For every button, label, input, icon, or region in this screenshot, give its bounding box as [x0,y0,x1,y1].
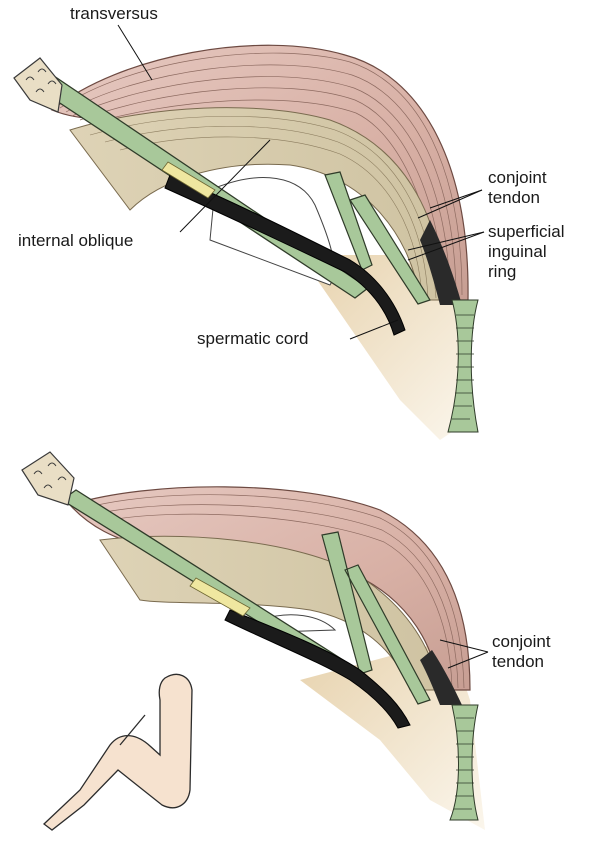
label-transversus: transversus [70,4,158,24]
orientation-figure [44,674,192,830]
iliac-spine-stump [14,58,62,112]
label-ring-line3: ring [488,262,578,282]
label-internal-oblique: internal oblique [18,231,133,251]
label-conjoint-tendon-upper: conjoint tendon [488,168,578,208]
label-conjoint-lower-line2: tendon [492,652,582,672]
label-ring-line2: inguinal [488,242,578,262]
label-conjoint-line1: conjoint [488,168,578,188]
iliac-spine-stump-lower [22,452,74,505]
label-conjoint-lower-line1: conjoint [492,632,582,652]
label-spermatic-cord: spermatic cord [197,329,308,349]
label-superficial-inguinal-ring: superficial inguinal ring [488,222,578,282]
label-conjoint-tendon-lower: conjoint tendon [492,632,582,672]
lower-panel [22,452,488,830]
label-conjoint-line2: tendon [488,188,578,208]
label-ring-line1: superficial [488,222,578,242]
